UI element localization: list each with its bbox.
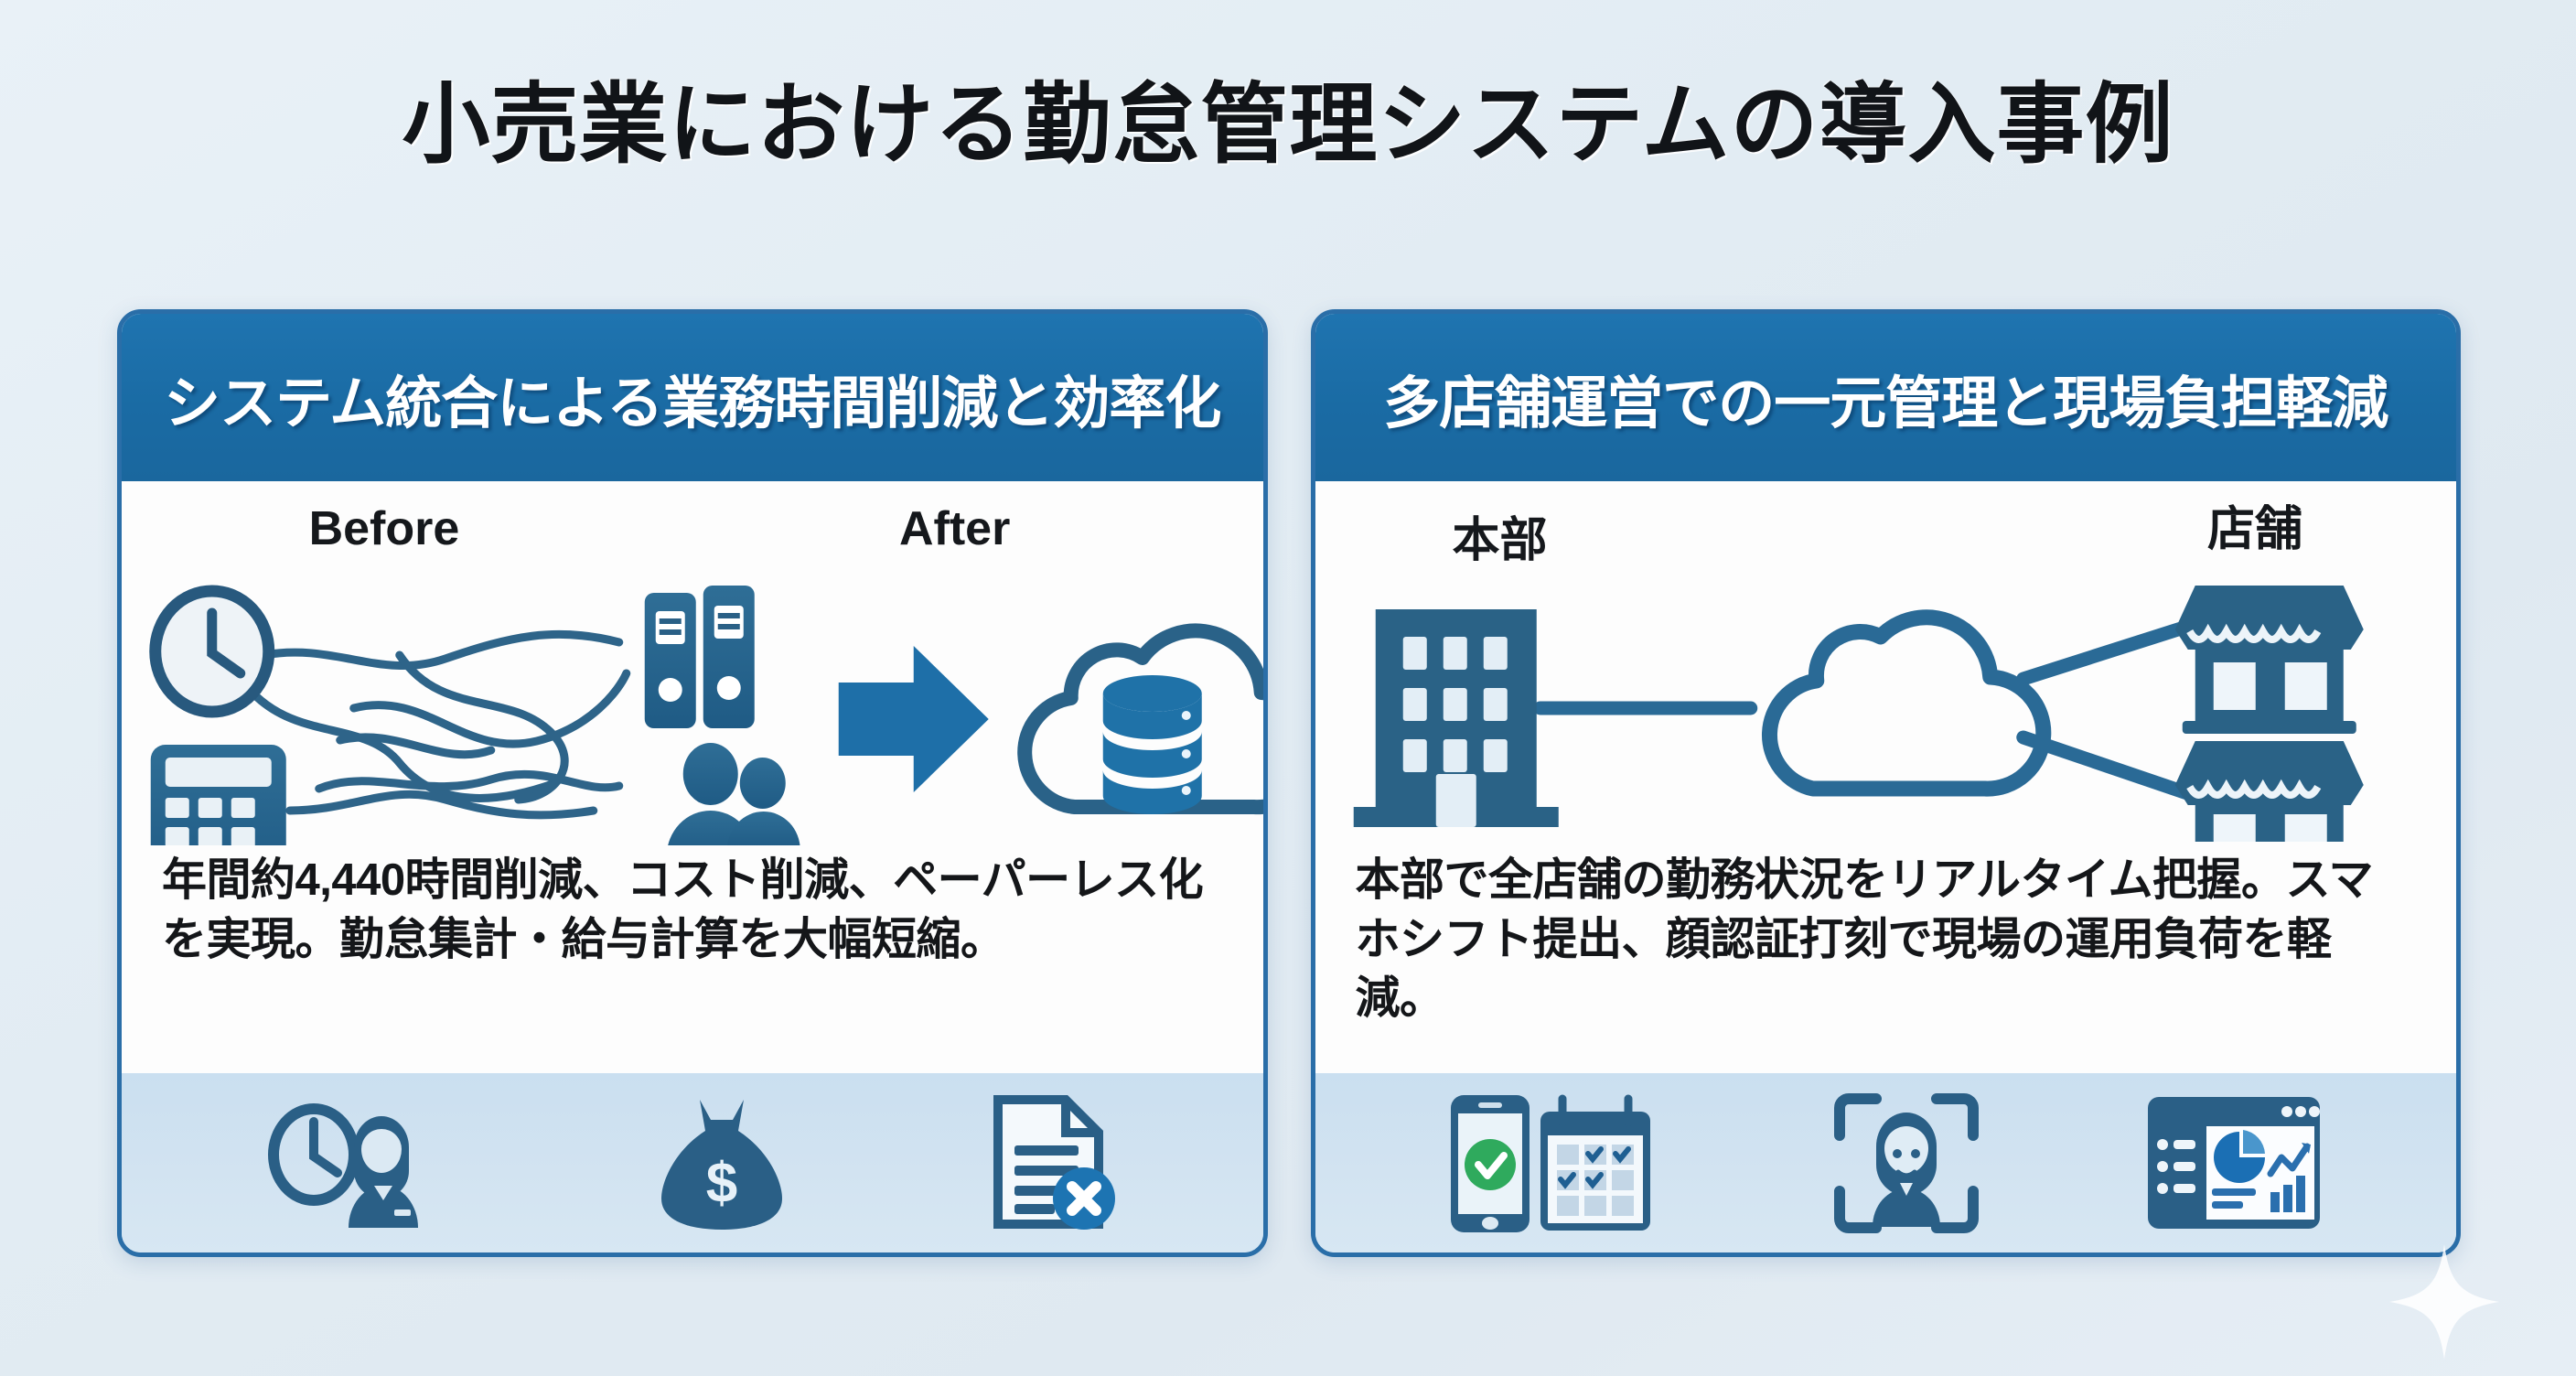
card-left-header: システム統合による業務時間削減と効率化 bbox=[122, 314, 1263, 481]
dashboard-chart-icon bbox=[2148, 1097, 2321, 1229]
clock-person-icon bbox=[267, 1103, 418, 1228]
face-recognition-icon bbox=[1833, 1092, 1979, 1233]
card-right-body: 本部 店舗 bbox=[1315, 481, 2457, 1073]
card-left-body: Before After bbox=[122, 481, 1263, 1073]
people-icon bbox=[666, 743, 800, 856]
office-building-icon bbox=[1353, 609, 1559, 827]
sparkle-icon bbox=[2389, 1244, 2499, 1360]
network-links bbox=[1532, 617, 2202, 803]
card-left-footer: $ bbox=[122, 1073, 1263, 1252]
card-right-header-title: 多店舗運営での一元管理と現場負担軽減 bbox=[1383, 371, 2388, 435]
network-labels: 本部 店舗 bbox=[1315, 501, 2457, 571]
card-right-footer bbox=[1315, 1073, 2456, 1252]
card-right: 多店舗運営での一元管理と現場負担軽減 本部 店舗 bbox=[1310, 309, 2461, 1257]
card-left-header-title: システム統合による業務時間削減と効率化 bbox=[164, 371, 1221, 435]
store-icon bbox=[2174, 586, 2364, 734]
binders-icon bbox=[644, 586, 755, 728]
page-title: 小売業における勤怠管理システムの導入事例 bbox=[402, 76, 2174, 174]
card-left-body-text: 年間約4,440時間削減、コスト削減、ペーパーレス化を実現。勤怠集計・給与計算を… bbox=[162, 855, 1204, 964]
before-after-labels: Before After bbox=[122, 501, 1263, 571]
store-label: 店舗 bbox=[2206, 503, 2302, 556]
money-bag-icon: $ bbox=[661, 1100, 783, 1230]
cloud-icon bbox=[1017, 623, 1263, 815]
card-right-header: 多店舗運営での一元管理と現場負担軽減 bbox=[1315, 314, 2456, 481]
card-right-body-text: 本部で全店舗の勤務状況をリアルタイム把握。スマホシフト提出、顔認証打刻で現場の運… bbox=[1355, 855, 2374, 1024]
hq-label: 本部 bbox=[1452, 514, 1548, 567]
network-svg bbox=[1353, 586, 2364, 842]
document-x-icon bbox=[993, 1094, 1115, 1230]
network-graphic bbox=[1315, 571, 2457, 845]
before-label: Before bbox=[308, 502, 460, 555]
before-after-graphic bbox=[122, 571, 1263, 882]
svg-text:$: $ bbox=[706, 1152, 737, 1215]
after-label: After bbox=[898, 502, 1011, 555]
page-title-container: 小売業における勤怠管理システムの導入事例 bbox=[0, 53, 2576, 180]
tangled-lines-icon bbox=[238, 629, 631, 820]
cloud-icon bbox=[1761, 609, 2051, 797]
store-icon bbox=[2174, 741, 2364, 842]
right-arrow-icon bbox=[838, 646, 989, 792]
smartphone-calendar-icon bbox=[1451, 1094, 1651, 1232]
cards-container: システム統合による業務時間削減と効率化 Before After bbox=[117, 309, 2461, 1257]
clock-icon bbox=[149, 585, 275, 718]
card-left: システム統合による業務時間削減と効率化 Before After bbox=[117, 309, 1268, 1257]
before-after-svg bbox=[149, 585, 1263, 882]
database-icon bbox=[1102, 675, 1202, 814]
calculator-icon bbox=[150, 745, 286, 882]
